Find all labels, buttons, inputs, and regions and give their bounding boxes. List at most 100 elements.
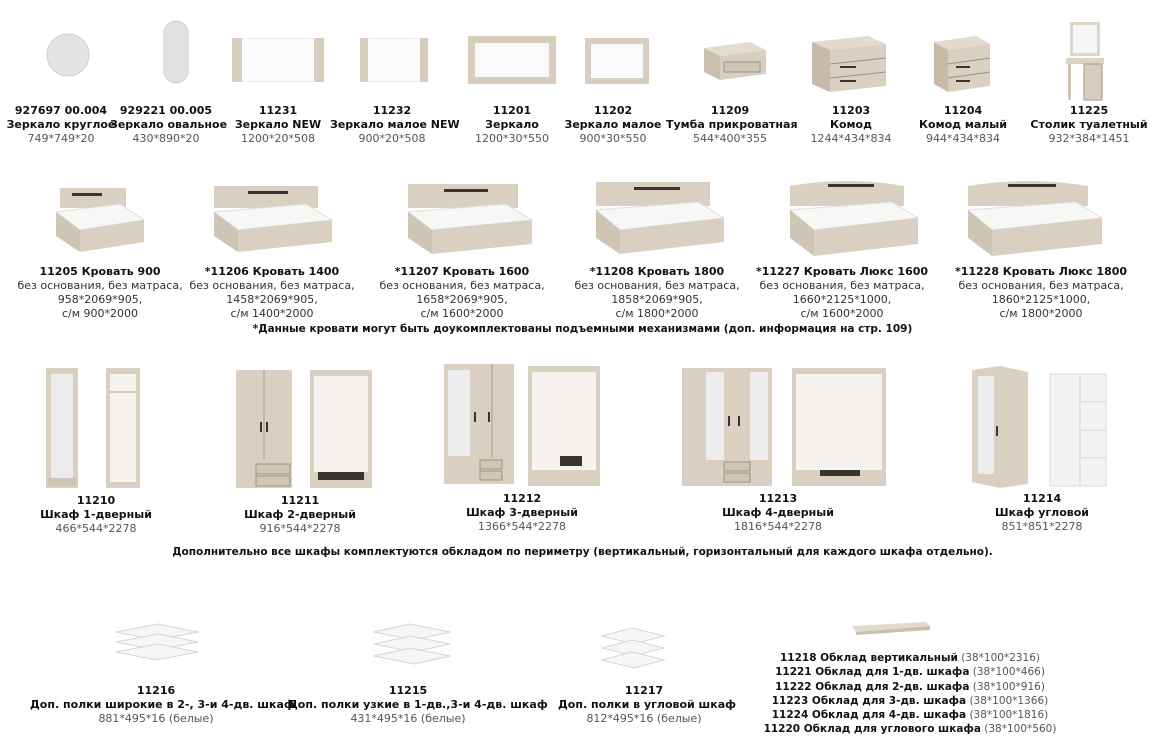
wardrobe-4-door-image [682,368,886,486]
mirror-code: 11201 [492,104,532,117]
cover-row: 11224 Обклад для 4-дв. шкафа (38*100*181… [760,708,1060,722]
bed-dims: 1860*2125*1000, [991,293,1091,306]
mirror-code: 927697 00.004 [14,104,108,117]
bed-image [788,181,920,256]
bed-desc: без основания, без матраса, [379,279,545,292]
bed-item: *11207 Кровать 1600 без основания, без м… [372,265,552,321]
shelf-dims: 881*495*16 (белые) [98,712,214,725]
shelf-code: 11215 [388,684,428,697]
bed-title: *11206 Кровать 1400 [204,265,340,278]
wardrobe-code: 11214 [1022,492,1062,505]
wardrobe-3-door-image [444,364,600,486]
bed-desc: без основания, без матраса, [958,279,1124,292]
bed-item: *11206 Кровать 1400 без основания, без м… [182,265,362,321]
chest-dims: 1244*434*834 [810,132,892,145]
wardrobe-dims: 916*544*2278 [259,522,341,535]
cover-label: 11218 Обклад вертикальный [779,652,958,664]
cover-strip-image [852,622,930,635]
bed-title: *11227 Кровать Люкс 1600 [755,265,929,278]
bed-desc: без основания, без матраса, [17,279,183,292]
bed-mattress: с/м 1600*2000 [800,307,884,320]
mirror-item: 11202 Зеркало малое 900*30*550 [558,104,668,146]
mirror-code: 11202 [593,104,633,117]
bedside-item: 11209 Тумба прикроватная 544*400*355 [666,104,798,146]
wardrobe-dims: 1816*544*2278 [734,520,822,533]
mirror-name: Зеркало малое [564,118,662,131]
shelf-name: Доп. полки широкие в 2-, 3-и 4-дв. шкаф [30,698,295,711]
wardrobe-item: 11210 Шкаф 1-дверный 466*544*2278 [36,494,156,536]
wardrobe-name: Шкаф угловой [995,506,1089,519]
mirror-code: 11232 [372,104,412,117]
bed-mattress: с/м 1400*2000 [230,307,314,320]
wardrobe-item: 11213 Шкаф 4-дверный 1816*544*2278 [718,492,838,534]
bed-image [54,188,146,252]
cover-dims: (38*100*1366) [969,694,1049,707]
mirror-name: Зеркало круглое [6,118,116,131]
narrow-shelves-image [373,623,451,665]
shelf-item: 11217 Доп. полки в угловой шкаф 812*495*… [558,684,737,726]
bed-title: 11205 Кровать 900 [39,265,161,278]
bed-dims: 1458*2069*905, [226,293,318,306]
wardrobe-name: Шкаф 2-дверный [244,508,356,521]
bedside-code: 11209 [710,104,750,117]
cover-row: 11222 Обклад для 2-дв. шкафа (38*100*916… [760,680,1060,694]
mirror-dims: 900*30*550 [579,132,647,145]
chest-code: 11203 [831,104,871,117]
bed-dims: 1660*2125*1000, [792,293,892,306]
cover-row: 11220 Обклад для углового шкафа (38*100*… [760,722,1060,736]
dressing-table-item: 11225 Столик туалетный 932*384*1451 [1028,104,1150,146]
bed-dims: 958*2069*905, [57,293,143,306]
round-mirror-image [46,33,90,77]
mirror-code: 11231 [258,104,298,117]
cover-dims: (38*100*466) [972,666,1045,679]
wardrobe-dims: 1366*544*2278 [478,520,566,533]
bed-image [406,184,534,254]
bed-mattress: с/м 900*2000 [61,307,139,320]
wardrobe-name: Шкаф 4-дверный [722,506,834,519]
wardrobe-code: 11212 [502,492,542,505]
mirror-item: 11231 Зеркало NEW 1200*20*508 [222,104,334,146]
chest-item: 11204 Комод малый 944*434*834 [908,104,1018,146]
bed-dims: 1858*2069*905, [611,293,703,306]
shelf-name: Доп. полки в угловой шкаф [558,698,737,711]
cover-label: 11221 Обклад для 1-дв. шкафа [775,666,970,679]
cover-label: 11220 Обклад для углового шкафа [763,723,981,736]
mirror-name: Зеркало овальное [110,118,228,131]
bed-title: *11208 Кровать 1800 [589,265,725,278]
shelf-dims: 431*495*16 (белые) [350,712,466,725]
mirror-item: 929221 00.005 Зеркало овальное 430*890*2… [110,104,228,146]
chest-name: Комод малый [919,118,1007,131]
corner-wardrobe-image [972,366,1107,488]
wardrobe-dims: 466*544*2278 [55,522,137,535]
wardrobe-2-door-image [236,370,372,488]
shelf-dims: 812*495*16 (белые) [586,712,702,725]
bedside-name: Тумба прикроватная [666,118,798,131]
shelf-item: 11215 Доп. полки узкие в 1-дв.,3-и 4-дв.… [288,684,548,726]
cover-dims: (38*100*2316) [961,652,1041,664]
wardrobe-name: Шкаф 1-дверный [40,508,152,521]
chest-name: Комод [830,118,872,131]
mirror-name: Зеркало [485,118,539,131]
bed-image [594,182,726,254]
dressing-table-image [1066,22,1104,101]
cover-list: 11218 Обклад вертикальный (38*100*2316) … [760,651,1060,737]
shelf-code: 11217 [624,684,664,697]
mirror-dims: 1200*30*550 [475,132,549,145]
mirror-new-image [232,38,324,82]
bed-mattress: с/м 1800*2000 [615,307,699,320]
bed-title: *11207 Кровать 1600 [394,265,530,278]
chest-code: 11204 [943,104,983,117]
mirror-code: 929221 00.005 [119,104,213,117]
wardrobe-name: Шкаф 3-дверный [466,506,578,519]
wardrobe-item: 11214 Шкаф угловой 851*851*2278 [982,492,1102,534]
bed-item: *11227 Кровать Люкс 1600 без основания, … [752,265,932,321]
bedside-dims: 544*400*355 [693,132,767,145]
dressing-table-code: 11225 [1069,104,1109,117]
bed-note: *Данные кровати могут быть доукомплектов… [252,323,913,335]
wardrobe-code: 11213 [758,492,798,505]
cover-row: 11223 Обклад для 3-дв. шкафа (38*100*136… [760,694,1060,708]
shelf-name: Доп. полки узкие в 1-дв.,3-и 4-дв. шкаф [288,698,548,711]
cover-row: 11218 Обклад вертикальный (38*100*2316) [760,651,1060,665]
wardrobe-code: 11211 [280,494,320,507]
wardrobe-dims: 851*851*2278 [1001,520,1083,533]
